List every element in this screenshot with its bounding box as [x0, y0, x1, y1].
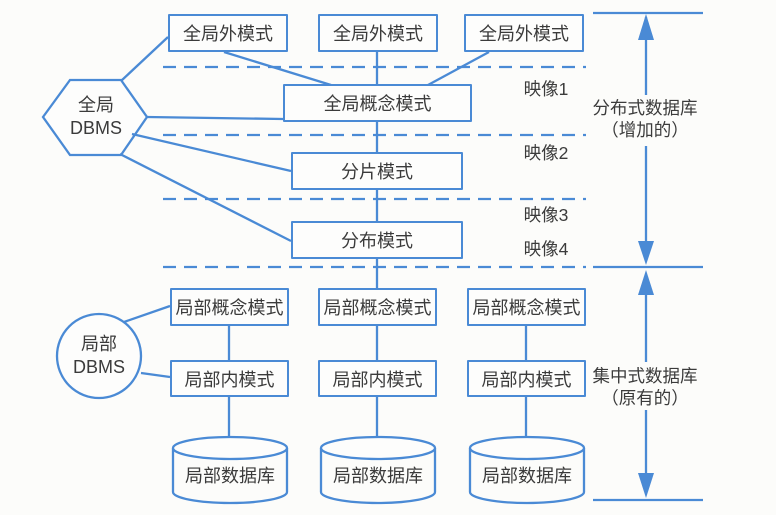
arrowhead-up-top — [638, 14, 654, 40]
centralized-db-annotation-line2: （原有的） — [601, 388, 689, 408]
edge-external1-to-conceptual — [223, 50, 332, 87]
mapping-label-4: 映像4 — [523, 239, 569, 259]
local-conceptual-schema-box-3: 局部概念模式 — [467, 288, 586, 326]
local-database-label-1: 局部数据库 — [185, 466, 275, 486]
local-dbms-label: 局部 DBMS — [56, 332, 142, 380]
local-internal-schema-box-3: 局部内模式 — [467, 360, 586, 397]
local-database-cylinder-2 — [319, 435, 437, 505]
local-internal-schema-box-2: 局部内模式 — [318, 360, 437, 397]
edge-circle-to-local-conceptual1 — [123, 304, 171, 324]
global-conceptual-schema-box: 全局概念模式 — [283, 84, 472, 122]
local-database-cylinder-1 — [171, 435, 289, 505]
edge-hexagon-to-conceptual — [146, 115, 284, 121]
edge-hexagon-to-external1 — [120, 36, 169, 82]
distribution-schema-box: 分布模式 — [291, 221, 463, 259]
edge-hexagon-to-fragmentation — [131, 132, 292, 173]
arrowhead-down-bottom — [638, 473, 654, 498]
edge-hexagon-to-distribution — [119, 152, 292, 243]
centralized-db-annotation: 集中式数据库 （原有的） — [583, 365, 707, 409]
mapping-label-3: 映像3 — [523, 205, 569, 225]
centralized-db-annotation-line1: 集中式数据库 — [592, 366, 698, 386]
arrowhead-down-middle — [638, 241, 654, 265]
distributed-db-annotation-line1: 分布式数据库 — [592, 98, 698, 118]
local-dbms-circle — [55, 312, 143, 400]
distributed-db-annotation: 分布式数据库 （增加的） — [583, 97, 707, 141]
global-external-schema-box-1: 全局外模式 — [168, 14, 288, 52]
local-dbms-line2: DBMS — [72, 357, 125, 377]
global-dbms-line2: DBMS — [69, 118, 122, 138]
centralized-extent-arrow — [593, 292, 703, 502]
fragmentation-schema-box: 分片模式 — [291, 152, 463, 190]
global-dbms-label: 全局 DBMS — [53, 93, 139, 141]
mapping-label-2: 映像2 — [523, 143, 569, 163]
global-external-schema-box-3: 全局外模式 — [464, 14, 584, 52]
edge-circle-to-local-internal1 — [140, 371, 171, 379]
local-database-cylinder-3 — [468, 435, 586, 505]
arrowhead-up-middle — [638, 270, 654, 295]
local-internal-schema-box-1: 局部内模式 — [170, 360, 289, 397]
distributed-db-annotation-line2: （增加的） — [601, 120, 689, 140]
local-conceptual-schema-box-2: 局部概念模式 — [318, 288, 437, 326]
edge-external3-to-conceptual — [427, 50, 490, 87]
local-database-label-3: 局部数据库 — [482, 466, 572, 486]
global-dbms-line1: 全局 — [78, 95, 114, 115]
global-external-schema-box-2: 全局外模式 — [318, 14, 438, 52]
mapping-label-1: 映像1 — [523, 79, 569, 99]
local-dbms-line1: 局部 — [81, 334, 117, 354]
local-conceptual-schema-box-1: 局部概念模式 — [170, 288, 289, 326]
local-database-label-2: 局部数据库 — [333, 466, 423, 486]
